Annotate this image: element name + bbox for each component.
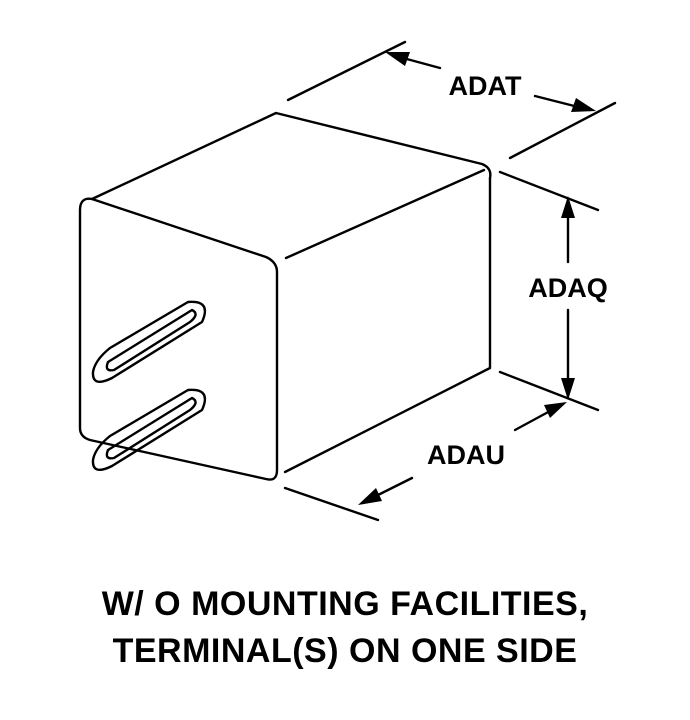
adau-label: ADAU (427, 440, 505, 470)
terminal-lower (91, 388, 207, 472)
top-face (90, 111, 492, 201)
caption-line-2: TERMINAL(S) ON ONE SIDE (112, 632, 578, 670)
terminal-lower-inner (105, 396, 197, 460)
terminal-upper (91, 300, 207, 384)
terminals (91, 300, 207, 472)
adat-label: ADAT (449, 71, 522, 101)
dimension-adau: ADAU (283, 402, 567, 522)
box-body (78, 111, 492, 481)
top-front-edge (284, 168, 486, 260)
dimension-adat: ADAT (286, 40, 617, 160)
right-face (283, 176, 492, 474)
dimension-adaq: ADAQ (498, 170, 608, 412)
caption-line-1: W/ O MOUNTING FACILITIES, (101, 585, 589, 623)
adaq-label: ADAQ (528, 273, 608, 303)
terminal-upper-inner (105, 308, 197, 372)
front-face (78, 197, 279, 481)
